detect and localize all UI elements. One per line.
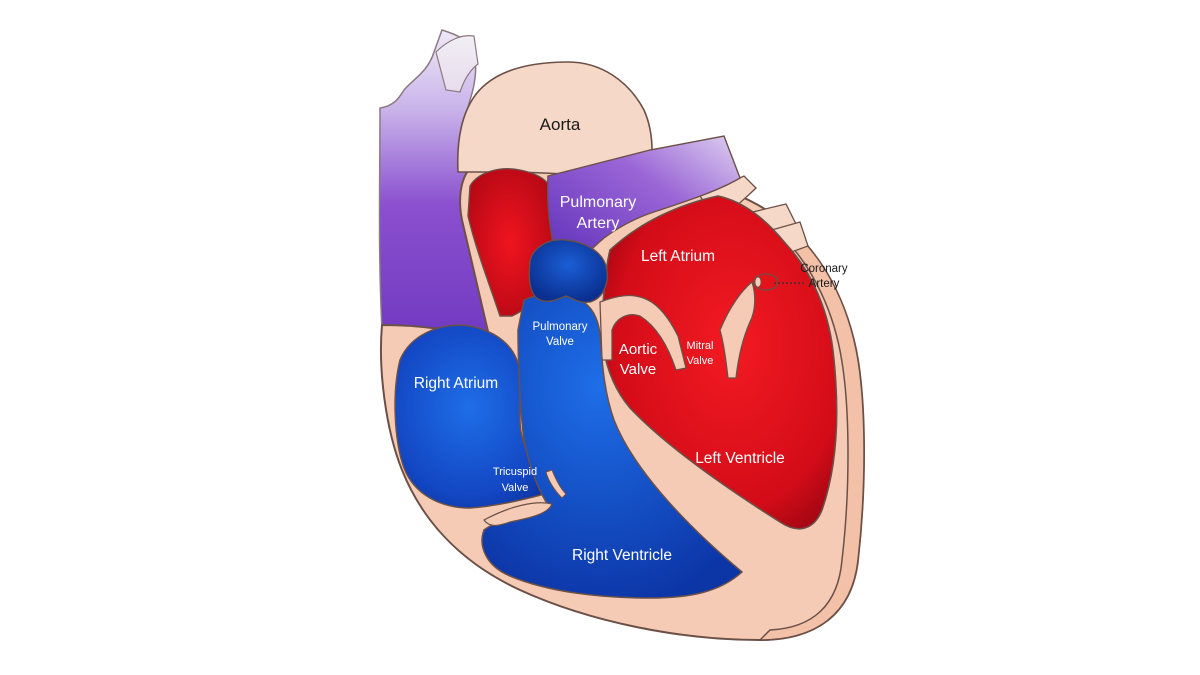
aortic-valve-tissue [599, 294, 687, 371]
label-pulmonary-artery-line2: Artery [577, 215, 620, 232]
label-mitral-valve-line1: Mitral [687, 340, 714, 352]
superior-vena-cava [378, 29, 491, 349]
label-coronary-artery-line1: Coronary [800, 263, 848, 275]
label-aorta: Aorta [540, 115, 581, 134]
coronary-artery-opening [754, 276, 762, 288]
aorta-top-branch [435, 35, 479, 93]
heart-outer-right-wall [758, 226, 865, 641]
label-pulmonary-valve-line1: Pulmonary [533, 321, 588, 333]
right-ventricle-chamber [481, 294, 744, 599]
label-aortic-valve-line1: Aortic [619, 341, 658, 358]
label-pulmonary-artery-line1: Pulmonary [560, 194, 636, 211]
label-tricuspid-valve-line1: Tricuspid [493, 466, 537, 478]
aorta-vessel [456, 61, 653, 177]
tricuspid-valve-chord [545, 469, 567, 499]
label-left-atrium: Left Atrium [641, 248, 715, 265]
label-pulmonary-valve-line2: Valve [546, 336, 574, 348]
label-coronary-artery-line2: Artery [809, 278, 840, 290]
tricuspid-valve-leaflet [483, 502, 553, 527]
label-mitral-valve-line2: Valve [687, 355, 714, 367]
pulmonary-valve-bulb [528, 239, 608, 304]
label-left-ventricle: Left Ventricle [695, 450, 785, 467]
label-right-atrium: Right Atrium [414, 375, 498, 392]
label-tricuspid-valve-line2: Valve [502, 482, 529, 494]
mitral-valve-tissue [719, 280, 756, 379]
label-aortic-valve-line2: Valve [620, 361, 656, 378]
label-right-ventricle: Right Ventricle [572, 547, 672, 564]
